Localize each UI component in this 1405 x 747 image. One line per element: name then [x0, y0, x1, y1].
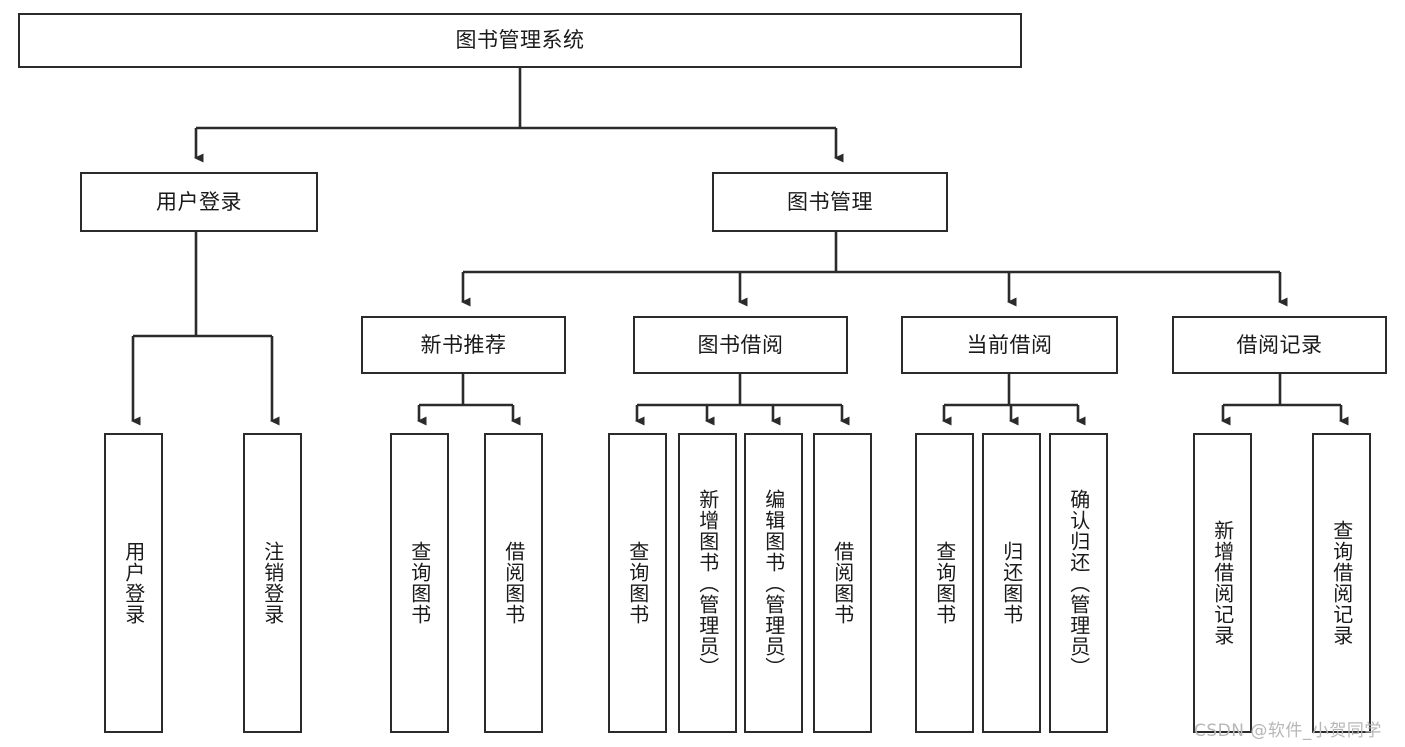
leaf-borrow-edit-book-admin[interactable]: 编辑图书（管理员）: [744, 433, 803, 733]
leaf-user-login-login[interactable]: 用户登录: [104, 433, 163, 733]
node-label: 确认归还（管理员）: [1066, 488, 1091, 678]
leaf-user-login-logout[interactable]: 注销登录: [243, 433, 302, 733]
leaf-recommend-borrow-book[interactable]: 借阅图书: [484, 433, 543, 733]
node-label: 查询图书: [932, 541, 957, 625]
node-label: 新书推荐: [420, 332, 507, 357]
node-book-management[interactable]: 图书管理: [712, 172, 948, 232]
node-book-borrow[interactable]: 图书借阅: [633, 316, 848, 374]
node-root-system[interactable]: 图书管理系统: [18, 13, 1022, 68]
node-new-book-recommend[interactable]: 新书推荐: [361, 316, 566, 374]
leaf-recommend-query-book[interactable]: 查询图书: [390, 433, 449, 733]
leaf-borrow-add-book-admin[interactable]: 新增图书（管理员）: [678, 433, 737, 733]
leaf-current-return-book[interactable]: 归还图书: [982, 433, 1041, 733]
leaf-borrow-borrow-book[interactable]: 借阅图书: [813, 433, 872, 733]
node-label: 图书借阅: [697, 332, 784, 357]
leaf-current-query-book[interactable]: 查询图书: [915, 433, 974, 733]
node-label: 新增图书（管理员）: [695, 488, 720, 678]
node-user-login[interactable]: 用户登录: [80, 172, 318, 232]
node-borrow-record[interactable]: 借阅记录: [1172, 316, 1387, 374]
node-label: 编辑图书（管理员）: [761, 488, 786, 678]
node-current-borrow[interactable]: 当前借阅: [901, 316, 1118, 374]
watermark-text: CSDN @软件_小贺同学: [1194, 721, 1382, 741]
node-label: 查询借阅记录: [1329, 520, 1354, 646]
node-label: 当前借阅: [966, 332, 1053, 357]
leaf-record-query-record[interactable]: 查询借阅记录: [1312, 433, 1371, 733]
node-label: 借阅记录: [1236, 332, 1323, 357]
node-label: 新增借阅记录: [1210, 520, 1235, 646]
leaf-record-add-record[interactable]: 新增借阅记录: [1193, 433, 1252, 733]
node-label: 查询图书: [407, 541, 432, 625]
node-label: 归还图书: [999, 541, 1024, 625]
node-label: 借阅图书: [501, 541, 526, 625]
node-label: 图书管理: [787, 189, 873, 214]
node-label: 用户登录: [121, 541, 146, 625]
leaf-current-confirm-return-admin[interactable]: 确认归还（管理员）: [1049, 433, 1108, 733]
node-label: 注销登录: [260, 541, 285, 625]
leaf-borrow-query-book[interactable]: 查询图书: [608, 433, 667, 733]
node-label: 用户登录: [156, 189, 242, 214]
node-label: 查询图书: [625, 541, 650, 625]
node-label: 借阅图书: [830, 541, 855, 625]
node-label: 图书管理系统: [455, 28, 585, 53]
